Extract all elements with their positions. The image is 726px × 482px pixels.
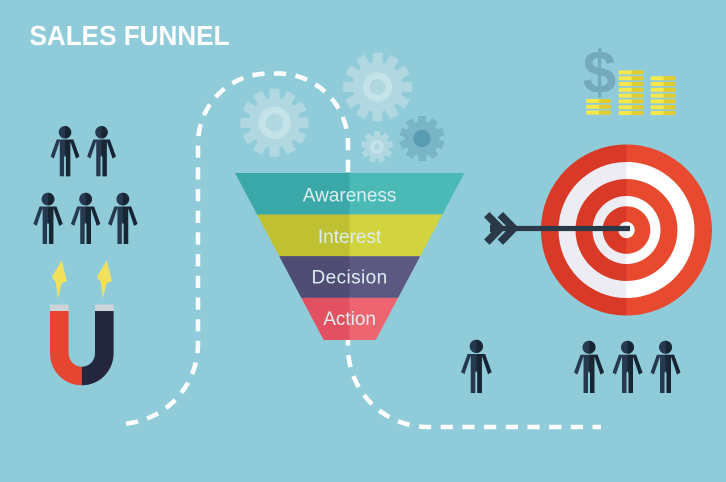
svg-text:SALES FUNNEL: SALES FUNNEL	[30, 20, 230, 51]
svg-text:$: $	[583, 39, 616, 106]
svg-text:Interest: Interest	[318, 227, 382, 248]
svg-text:Awareness: Awareness	[303, 185, 397, 206]
svg-text:Action: Action	[323, 309, 376, 330]
svg-text:Decision: Decision	[312, 267, 388, 288]
